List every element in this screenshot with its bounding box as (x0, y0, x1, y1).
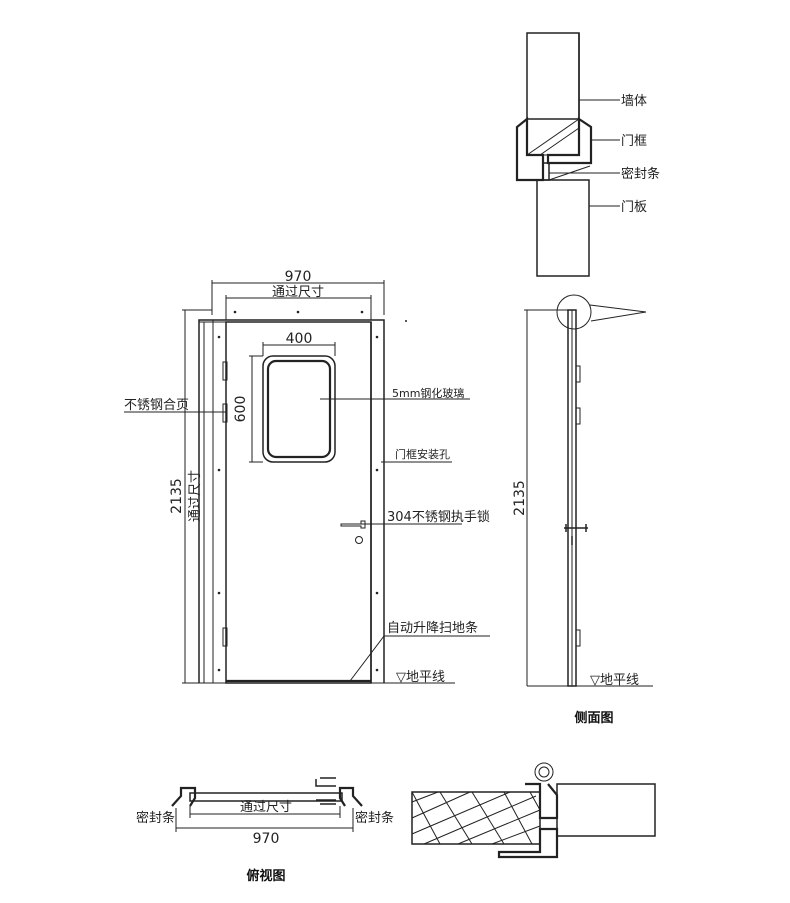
plan-wall-block (556, 783, 656, 837)
glass-label: 5mm钢化玻璃 (392, 386, 464, 400)
top-view: 通过尺寸 970 密封条 密封条 俯视图 (136, 777, 394, 884)
side-hinge-middle (575, 407, 581, 425)
window-width-dim: 400 (286, 331, 313, 347)
insulation-hatch (411, 791, 541, 845)
seal-label: 密封条 (621, 166, 660, 182)
wall-block (526, 32, 580, 120)
side-handle (564, 524, 588, 545)
lock-cylinder (355, 536, 363, 544)
hinge-middle (222, 403, 228, 423)
top-seal-left-label: 密封条 (136, 810, 175, 826)
front-clear-width-label: 通过尺寸 (272, 285, 324, 300)
vision-window-glass (266, 359, 332, 459)
top-seal-right-label: 密封条 (355, 810, 394, 826)
front-height-dim: 2135 (169, 478, 185, 514)
side-ground-label: ▽地平线 (590, 673, 639, 688)
frame-holes (217, 310, 407, 672)
panel-label: 门板 (621, 200, 647, 215)
plan-seal-circle (534, 762, 554, 782)
detail-callout-circle (556, 294, 592, 330)
plan-detail (411, 762, 656, 859)
top-handle-upper (315, 777, 336, 787)
side-hinge-bottom (575, 629, 581, 647)
sweep-label: 自动升降扫地条 (387, 620, 478, 636)
lock-label: 304不锈钢执手锁 (387, 509, 490, 525)
front-width-dim: 970 (285, 269, 312, 285)
vision-window-outer (262, 355, 336, 463)
side-view: 2135 ▽地平线 侧面图 (512, 294, 653, 726)
front-ground-label: ▽地平线 (396, 670, 445, 685)
hinge-top (222, 361, 228, 381)
door-leaf (225, 321, 372, 684)
top-frame-left (171, 786, 197, 807)
top-view-caption: 俯视图 (246, 868, 285, 884)
frame-left-profile (515, 116, 545, 182)
top-frame-right (338, 786, 363, 807)
hinge-bottom (222, 627, 228, 647)
lever-handle (340, 520, 366, 529)
side-height-dim: 2135 (512, 480, 528, 516)
hinge-label: 不锈钢合页 (124, 398, 189, 413)
section-detail: 墙体 门框 密封条 门板 (515, 32, 660, 277)
top-handle-lower (316, 799, 336, 805)
door-panel-section (536, 179, 590, 277)
plan-frame-profile-lower (497, 827, 559, 859)
plan-frame-profile-upper (525, 782, 559, 820)
top-door-leaf (189, 792, 343, 802)
frame-label: 门框 (621, 134, 647, 149)
side-view-caption: 侧面图 (574, 710, 613, 726)
front-view: 970 通过尺寸 400 600 (124, 269, 490, 685)
side-hinge-top (575, 365, 581, 383)
front-clear-height-label: 通过尺寸 (188, 470, 203, 522)
window-height-dim: 600 (233, 396, 249, 423)
door-frame-outer (198, 319, 385, 683)
top-clear-opening-label: 通过尺寸 (240, 800, 292, 815)
top-width-dim: 970 (253, 831, 280, 847)
wall-label: 墙体 (621, 94, 647, 109)
frame-hole-label: 门框安装孔 (395, 447, 450, 461)
